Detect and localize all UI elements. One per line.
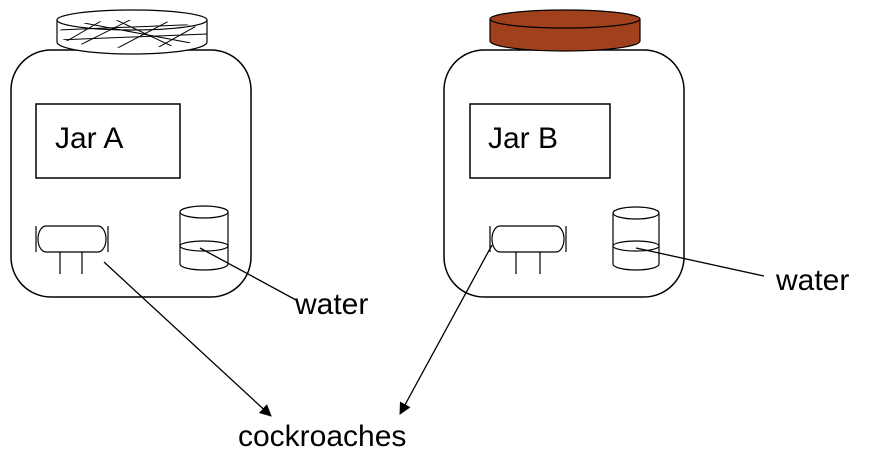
water-b-leader-line [635, 247, 765, 277]
jar-a-label-box [35, 103, 181, 179]
jar-a-gauze-lid [56, 9, 208, 55]
jar-a [10, 9, 252, 298]
jar-a-water-cup-icon [179, 205, 229, 271]
water-a-label: water [295, 288, 369, 321]
jar-b-solid-lid [489, 9, 641, 52]
cockroaches-arrow-b [399, 244, 493, 415]
jar-b-label: Jar B [488, 122, 559, 155]
water-a-leader-line [199, 247, 297, 301]
jar-b-cockroach-icon [489, 225, 567, 274]
jar-b-label-box [469, 103, 611, 179]
jar-a-label: Jar A [55, 122, 124, 155]
cockroaches-label: cockroaches [238, 420, 407, 453]
jar-b-water-cup-icon [612, 206, 660, 271]
jar-a-cockroach-icon [35, 225, 109, 274]
water-b-label: water [776, 264, 850, 297]
jar-b [443, 9, 685, 298]
cockroaches-arrow-a [103, 261, 272, 417]
